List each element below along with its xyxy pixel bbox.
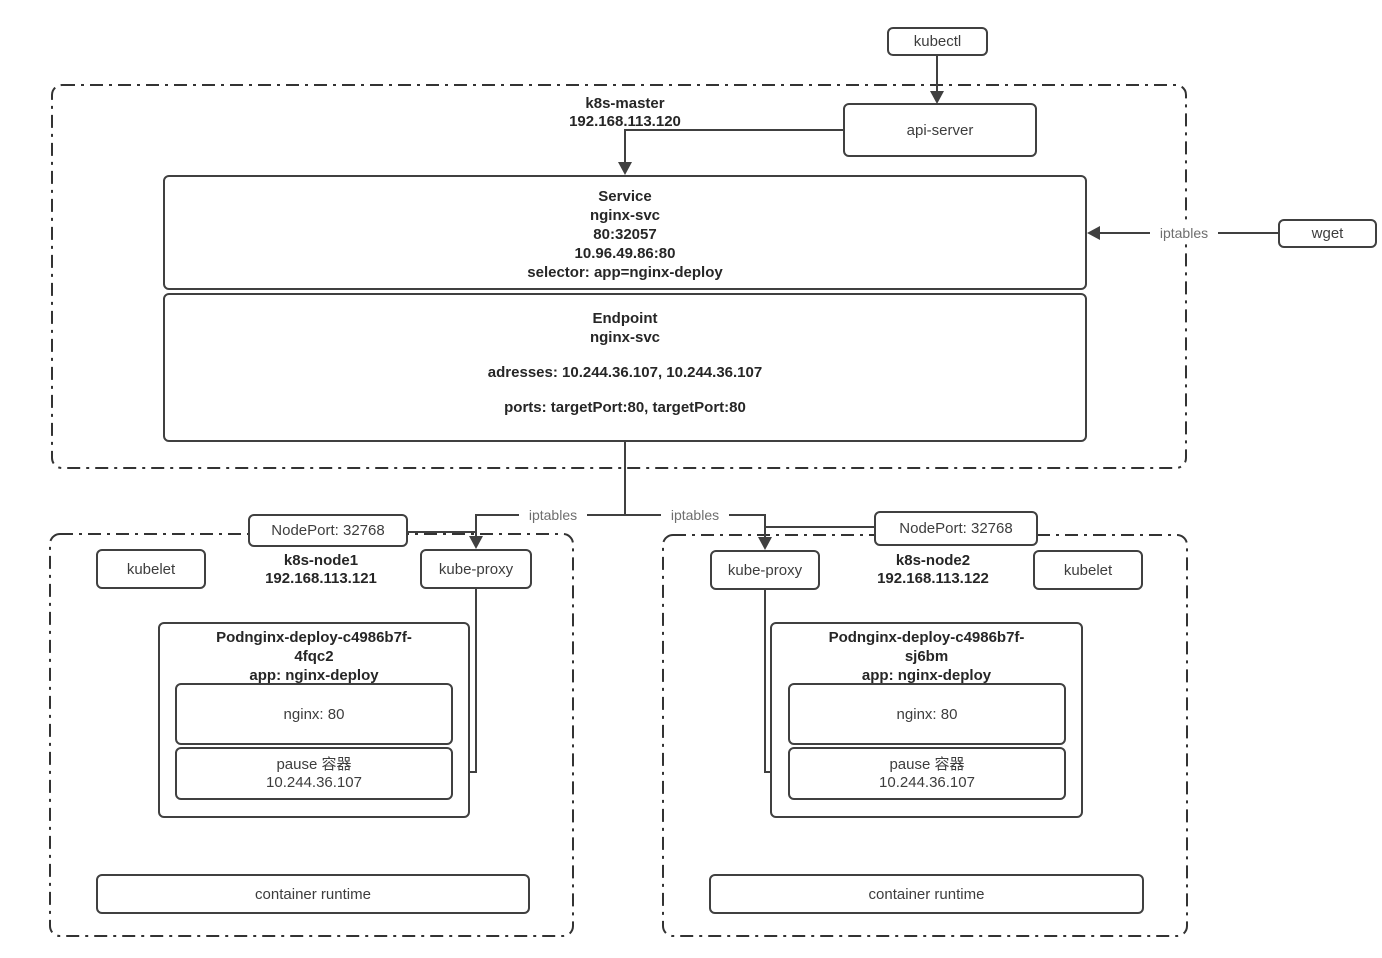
master-title: k8s-master 192.168.113.120: [545, 95, 705, 131]
service-line-selector: selector: app=nginx-deploy: [527, 264, 723, 281]
branch-left-arrowhead: [469, 536, 483, 549]
node1-pod-title-line1: Podnginx-deploy-c4986b7f-: [216, 629, 412, 646]
node2-pod-title-line3: app: nginx-deploy: [861, 667, 992, 684]
service-line-ports: 80:32057: [593, 226, 657, 243]
node1-title-ip: 192.168.113.121: [265, 570, 377, 587]
iptables-label-wget: iptables: [1150, 224, 1218, 243]
nodeport-right-box: NodePort: 32768: [874, 511, 1038, 546]
node2-nginx-container-box: nginx: 80: [788, 683, 1066, 745]
node1-pod-title-line2: 4fqc2: [294, 648, 334, 665]
node2-pod-title: Podnginx-deploy-c4986b7f- sj6bm app: ngi…: [829, 628, 1025, 685]
iptables-label-left: iptables: [519, 506, 587, 525]
service-line-type: Service: [598, 188, 652, 205]
node2-kube-proxy-box: kube-proxy: [710, 550, 820, 590]
node2-kubelet-box: kubelet: [1033, 550, 1143, 590]
master-title-ip: 192.168.113.120: [569, 113, 681, 130]
node1-pause-name: pause 容器: [276, 755, 352, 773]
endpoint-addresses: adresses: 10.244.36.107, 10.244.36.107: [487, 364, 763, 381]
endpoint-ports: ports: targetPort:80, targetPort:80: [504, 399, 746, 416]
endpoint-title: Endpoint: [592, 310, 658, 327]
node1-title: k8s-node1 192.168.113.121: [241, 552, 401, 588]
node2-pause-name: pause 容器: [889, 755, 965, 773]
node1-kubelet-box: kubelet: [96, 549, 206, 589]
endpoint-name: nginx-svc: [589, 329, 661, 346]
node2-pause-container-box: pause 容器 10.244.36.107: [788, 747, 1066, 800]
nodeport-left-box: NodePort: 32768: [248, 514, 408, 547]
master-title-name: k8s-master: [585, 95, 665, 112]
wget-box: wget: [1278, 219, 1377, 248]
node1-pause-container-box: pause 容器 10.244.36.107: [175, 747, 453, 800]
kubectl-to-apiserver-arrowhead: [930, 91, 944, 104]
node1-dashed-border: [49, 533, 574, 937]
node1-container-runtime-box: container runtime: [96, 874, 530, 914]
node2-container-runtime-box: container runtime: [709, 874, 1144, 914]
apiserver-to-service-arrowhead: [618, 162, 632, 175]
wget-to-service-arrowhead: [1087, 226, 1100, 240]
node2-title-name: k8s-node2: [895, 552, 971, 569]
kubectl-box: kubectl: [887, 27, 988, 56]
node1-pod-title-line3: app: nginx-deploy: [249, 667, 379, 684]
service-box: Service nginx-svc 80:32057 10.96.49.86:8…: [163, 175, 1087, 290]
node2-title: k8s-node2 192.168.113.122: [853, 552, 1013, 588]
node1-pause-ip: 10.244.36.107: [266, 773, 362, 791]
apiserver-to-service-line: [624, 129, 843, 162]
node2-pod-title-line1: Podnginx-deploy-c4986b7f-: [828, 629, 1025, 646]
branch-right-arrowhead: [758, 537, 772, 550]
node2-pod-title-line2: sj6bm: [904, 648, 949, 665]
node1-kube-proxy-box: kube-proxy: [420, 549, 532, 589]
endpoint-box: Endpoint nginx-svc adresses: 10.244.36.1…: [163, 293, 1087, 442]
node1-pod-title: Podnginx-deploy-c4986b7f- 4fqc2 app: ngi…: [216, 628, 412, 685]
api-server-box: api-server: [843, 103, 1037, 157]
service-line-name: nginx-svc: [589, 207, 661, 224]
node2-pause-ip: 10.244.36.107: [879, 773, 975, 791]
node1-nginx-container-box: nginx: 80: [175, 683, 453, 745]
service-line-cluster: 10.96.49.86:80: [574, 245, 676, 262]
master-dashed-border: [51, 84, 1187, 469]
node2-title-ip: 192.168.113.122: [877, 570, 989, 587]
node1-title-name: k8s-node1: [283, 552, 359, 569]
iptables-label-right: iptables: [661, 506, 729, 525]
